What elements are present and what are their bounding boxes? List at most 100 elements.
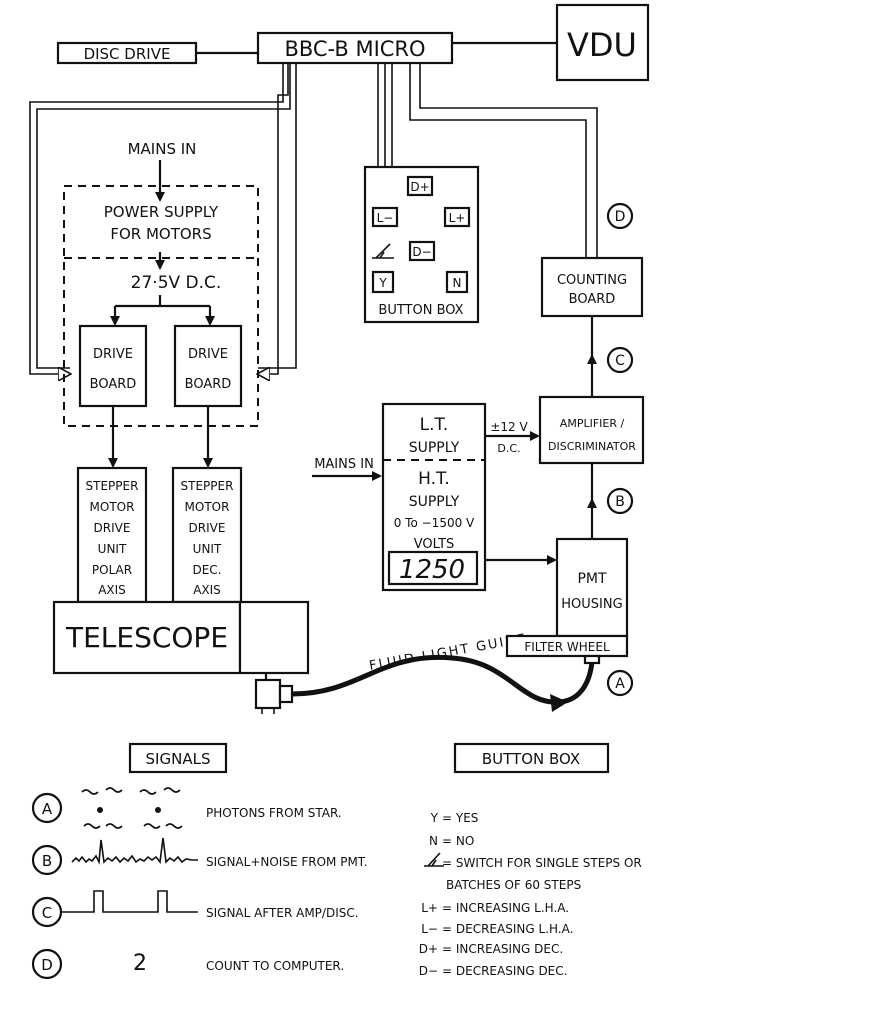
- svg-text:C: C: [615, 353, 625, 369]
- legend-point-d: [31, 948, 63, 980]
- svg-text:D: D: [41, 956, 53, 974]
- svg-text:SUPPLY: SUPPLY: [409, 494, 460, 510]
- svg-text:SIGNAL AFTER AMP/DISC.: SIGNAL AFTER AMP/DISC.: [206, 906, 359, 920]
- count-symbol: 2: [133, 951, 147, 976]
- svg-text:Y: Y: [378, 276, 387, 290]
- telescope-label: TELESCOPE: [65, 621, 228, 654]
- svg-text:= DECREASING L.H.A.: = DECREASING L.H.A.: [442, 922, 573, 936]
- light-guide-arrow: [550, 694, 568, 712]
- key-n: [445, 270, 469, 294]
- lt-ht-supply: L.T. SUPPLY H.T. SUPPLY 0 To −1500 V VOL…: [381, 402, 487, 592]
- key-d-minus: [408, 240, 436, 262]
- ht-voltage-display: [387, 550, 479, 586]
- lt-output-voltage: ±12 V: [490, 420, 528, 434]
- svg-text:MOTOR: MOTOR: [185, 500, 230, 514]
- svg-text:Y: Y: [430, 811, 439, 825]
- svg-text:H.T.: H.T.: [418, 469, 450, 489]
- svg-text:STEPPER: STEPPER: [181, 479, 234, 493]
- stepper-unit-polar: STEPPER MOTOR DRIVE UNIT POLAR AXIS: [76, 466, 148, 604]
- svg-text:BOARD: BOARD: [185, 377, 232, 392]
- svg-text:B: B: [42, 852, 52, 870]
- key-y: [371, 270, 395, 294]
- point-c-marker: [606, 346, 634, 374]
- svg-text:= INCREASING L.H.A.: = INCREASING L.H.A.: [442, 901, 569, 915]
- point-a-marker: [606, 669, 634, 697]
- svg-text:= NO: = NO: [442, 834, 474, 848]
- svg-text:N: N: [429, 834, 438, 848]
- svg-text:AXIS: AXIS: [193, 583, 221, 597]
- pulse-signal-icon: [61, 890, 198, 913]
- dc-voltage-label: 27·5V D.C.: [131, 273, 222, 293]
- photons-icon: [81, 787, 183, 829]
- svg-text:UNIT: UNIT: [98, 542, 127, 556]
- svg-text:SIGNAL+NOISE FROM PMT.: SIGNAL+NOISE FROM PMT.: [206, 855, 368, 869]
- signals-legend: SIGNALS A PHOTONS FROM STAR. B SIGNAL+NO…: [31, 742, 368, 980]
- telescope-head: [238, 600, 310, 675]
- svg-text:0 To −1500 V: 0 To −1500 V: [394, 516, 475, 530]
- svg-text:D+: D+: [410, 180, 429, 194]
- button-box: D+ L− L+ D− Y N BUTTON BOX: [363, 165, 480, 324]
- svg-text:DEC.: DEC.: [192, 563, 221, 577]
- legend-point-a: [31, 792, 63, 824]
- svg-text:SUPPLY: SUPPLY: [409, 440, 460, 456]
- motor-cable-right: [258, 63, 297, 374]
- svg-text:POLAR: POLAR: [92, 563, 132, 577]
- counting-board: COUNTING BOARD: [540, 256, 644, 318]
- svg-text:DRIVE: DRIVE: [93, 347, 133, 362]
- svg-text:C: C: [42, 904, 52, 922]
- lt-output-type: D.C.: [497, 442, 520, 455]
- svg-text:PHOTONS FROM STAR.: PHOTONS FROM STAR.: [206, 806, 342, 820]
- stepper-unit-dec: STEPPER MOTOR DRIVE UNIT DEC. AXIS: [171, 466, 243, 604]
- svg-text:UNIT: UNIT: [193, 542, 222, 556]
- light-guide-coupler: [254, 673, 294, 714]
- svg-text:BOARD: BOARD: [569, 292, 616, 307]
- svg-text:L−: L−: [421, 922, 438, 936]
- svg-text:A: A: [42, 800, 53, 818]
- svg-text:COUNTING: COUNTING: [557, 273, 627, 288]
- svg-text:L+: L+: [421, 901, 438, 915]
- fluid-light-guide: [291, 654, 595, 705]
- bbc-micro-label: BBC-B MICRO: [284, 37, 425, 61]
- svg-text:D: D: [615, 209, 626, 225]
- bbc-micro-block: BBC-B MICRO: [256, 31, 454, 65]
- vdu-block: VDU: [555, 3, 650, 82]
- motor-power-supply: POWER SUPPLY FOR MOTORS 27·5V D.C.: [63, 185, 259, 427]
- svg-text:VOLTS: VOLTS: [414, 537, 455, 552]
- drive-board-polar: DRIVE BOARD: [78, 324, 148, 408]
- svg-text:D−: D−: [419, 964, 438, 978]
- svg-text:L+: L+: [449, 211, 466, 225]
- svg-text:HOUSING: HOUSING: [561, 597, 622, 612]
- amplifier-discriminator: AMPLIFIER / DISCRIMINATOR: [538, 395, 645, 465]
- svg-text:DRIVE: DRIVE: [188, 347, 228, 362]
- svg-text:DRIVE: DRIVE: [94, 521, 131, 535]
- signals-legend-title: SIGNALS: [146, 750, 211, 768]
- point-b-marker: [606, 487, 634, 515]
- svg-text:AXIS: AXIS: [98, 583, 126, 597]
- key-l-minus: [371, 206, 399, 228]
- noisy-signal-icon: [71, 837, 198, 865]
- mains-in-top-label: MAINS IN: [128, 140, 197, 158]
- svg-text:FILTER WHEEL: FILTER WHEEL: [524, 640, 610, 654]
- svg-text:D−: D−: [412, 245, 431, 259]
- svg-text:BOARD: BOARD: [90, 377, 137, 392]
- svg-text:DRIVE: DRIVE: [189, 521, 226, 535]
- disc-drive-block: DISC DRIVE: [56, 41, 198, 65]
- ht-voltage-readout: 1250: [399, 555, 465, 585]
- svg-text:D+: D+: [419, 942, 438, 956]
- key-d-plus: [406, 175, 434, 197]
- step-switch-icon: [372, 243, 394, 259]
- svg-text:= INCREASING DEC.: = INCREASING DEC.: [442, 942, 563, 956]
- svg-text:COUNT TO COMPUTER.: COUNT TO COMPUTER.: [206, 959, 344, 973]
- power-supply-line1: POWER SUPPLY: [104, 203, 219, 221]
- button-box-legend: BUTTON BOX Y = YES N = NO = SWITCH FOR S…: [419, 742, 642, 978]
- svg-text:B: B: [615, 494, 625, 510]
- svg-text:A: A: [615, 676, 625, 692]
- telescope-block: TELESCOPE: [52, 600, 310, 675]
- key-l-plus: [443, 206, 471, 228]
- button-box-caption: BUTTON BOX: [378, 303, 463, 318]
- svg-text:DISCRIMINATOR: DISCRIMINATOR: [548, 440, 636, 453]
- vdu-label: VDU: [567, 26, 637, 64]
- point-d-marker: [606, 202, 634, 230]
- svg-text:MOTOR: MOTOR: [90, 500, 135, 514]
